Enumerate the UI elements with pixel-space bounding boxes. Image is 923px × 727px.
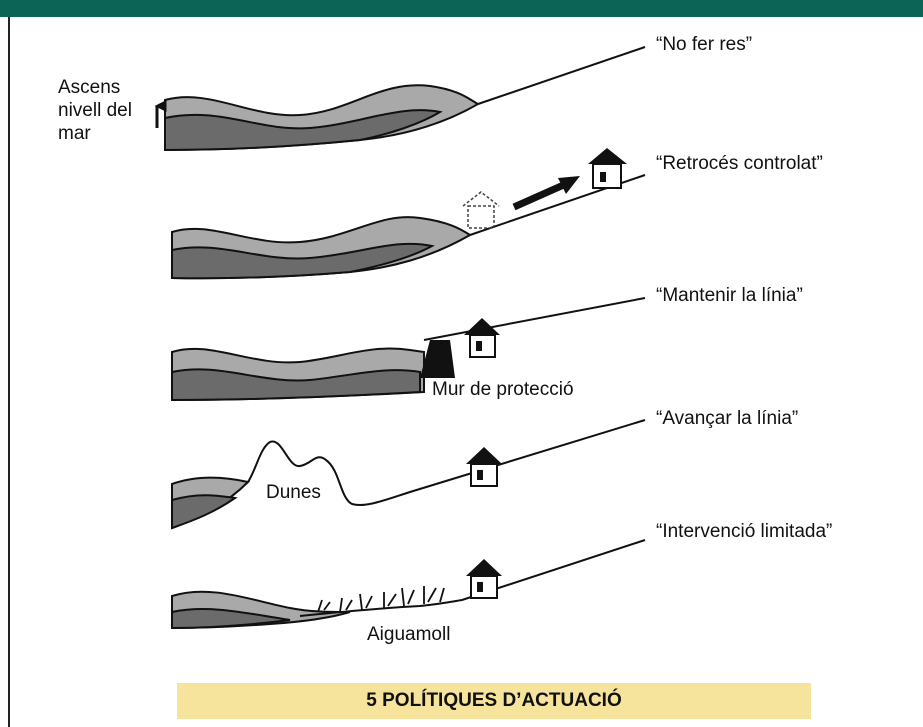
dunes-icon — [247, 419, 646, 506]
sea-rise-label: Ascens nivell del mar — [58, 77, 132, 144]
relocation-arrow-icon — [512, 179, 570, 211]
scenario-title-hold-the-line: “Mantenir la línia” — [656, 285, 803, 306]
scenario-title-advance-the-line: “Avançar la línia” — [656, 408, 799, 429]
house-icon — [466, 447, 502, 487]
policies-banner: 5 POLÍTIQUES D’ACTUACIÓ — [177, 683, 811, 719]
wetland-label: Aiguamoll — [367, 624, 451, 645]
left-border — [8, 17, 10, 727]
sea-wall-icon — [420, 340, 455, 378]
scenario-title-limited-intervention: “Intervenció limitada” — [656, 521, 833, 542]
former-house-icon — [462, 191, 500, 229]
scenario-title-managed-retreat: “Retrocés controlat” — [656, 153, 823, 174]
profile-limited-intervention — [171, 539, 646, 630]
top-bar — [0, 0, 923, 17]
profile-no-action — [154, 46, 646, 152]
profile-managed-retreat — [171, 148, 646, 280]
profile-hold-the-line — [171, 297, 646, 402]
scenario-title-no-action: “No fer res” — [656, 34, 753, 55]
relocated-house-icon — [588, 148, 627, 189]
house-icon — [466, 559, 502, 599]
profile-advance-the-line — [171, 419, 646, 530]
dunes-label: Dunes — [266, 482, 321, 503]
wall-label: Mur de protecció — [432, 379, 574, 400]
wetland-grass-icon — [317, 586, 445, 613]
house-icon — [464, 318, 500, 358]
